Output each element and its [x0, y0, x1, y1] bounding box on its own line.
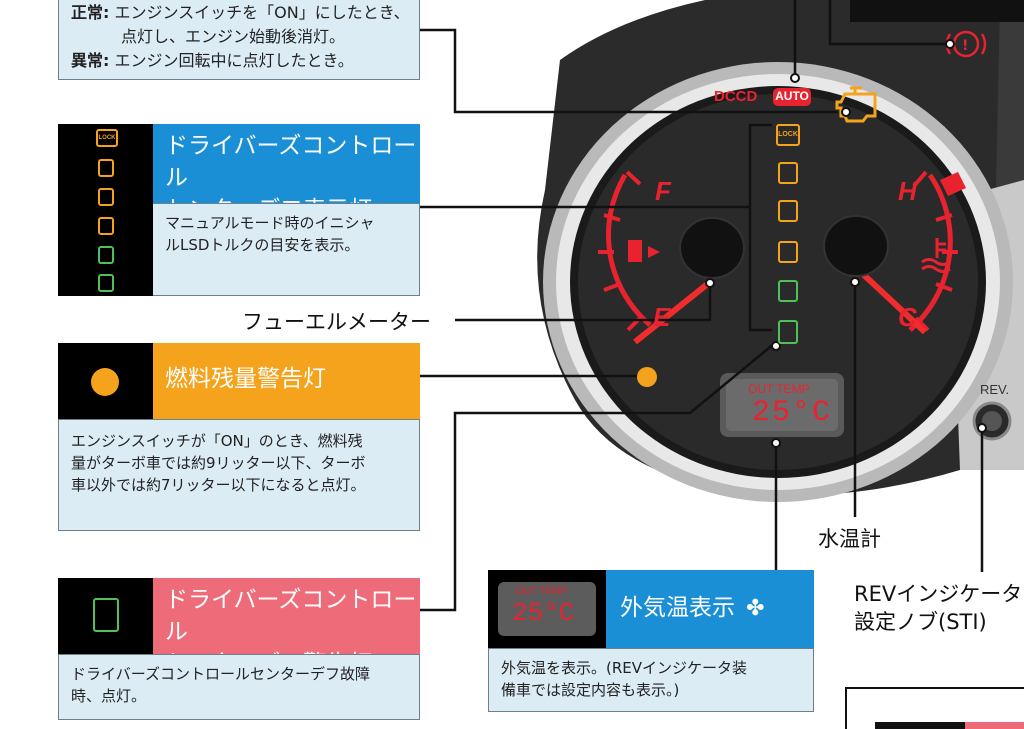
dccd-indicator-title-bar: ドライバーズコントロール センターデフ表示灯: [153, 124, 420, 223]
dccd-warning-desc-1: ドライバーズコントロールセンターデフ故障: [71, 665, 370, 683]
fuel-gauge-hub: [679, 217, 745, 279]
fuel-warning-title: 燃料残量警告灯: [165, 366, 326, 392]
water-temp-label: 水温計: [818, 523, 881, 553]
dccd-indicator-desc: マニュアルモード時のイニシャ ルLSDトルクの目安を表示。: [153, 203, 420, 296]
temp-hot-label: H: [898, 176, 917, 206]
fan-icon: ✤: [746, 596, 765, 621]
fuel-pump-icon: [628, 240, 660, 262]
fuel-needle: [633, 279, 712, 345]
normal-line1: エンジンスイッチを「ON」にしたとき、: [114, 3, 410, 22]
fuel-warning-lamp-cluster: [637, 367, 657, 387]
fuel-warning-lamp-icon: [91, 368, 119, 396]
fuel-warning-card: 燃料残量警告灯 エンジンスイッチが「ON」のとき、燃料残 量がターボ車では約9リ…: [58, 343, 420, 531]
dccd-warning-desc-2: 時、点灯。: [71, 687, 147, 705]
dccd-warning-title-1: ドライバーズコントロール: [165, 587, 417, 645]
temp-gauge-scale: [908, 173, 953, 332]
dccd-text: DCCD: [714, 88, 758, 105]
abnormal-text: エンジン回転中に点灯したとき。: [114, 51, 354, 70]
dccd-warning-title-bar: ドライバーズコントロール センターデフ警告灯: [153, 578, 420, 677]
cluster-dccd-step-2: [778, 200, 798, 222]
dccd-step-3: [98, 217, 114, 235]
dccd-step-4: [98, 246, 114, 264]
outside-temp-swatch: OUT TEMP 25°C: [488, 570, 606, 648]
dccd-indicator-card: LOCK ドライバーズコントロール センターデフ表示灯 マニュアルモード時のイニ…: [58, 124, 420, 296]
cluster-out-temp-label: OUT TEMP: [748, 382, 810, 396]
temp-cold-label: C: [898, 302, 917, 332]
dccd-warning-card: ドライバーズコントロール センターデフ警告灯 ドライバーズコントロールセンターデ…: [58, 578, 420, 720]
coolant-temp-icon: [921, 238, 951, 273]
fuel-warning-desc-2: 量がターボ車では約9リッター以下、ターボ: [71, 454, 366, 472]
normal-label: 正常:: [71, 3, 110, 22]
outside-temp-desc-1: 外気温を表示。(REVインジケータ装: [501, 659, 748, 677]
rev-dial-label: REV.: [980, 382, 1010, 397]
fuel-full-label: F: [655, 176, 671, 206]
normal-line2: 点灯し、エンジン始動後消灯。: [121, 27, 346, 46]
auto-badge-bg: [773, 88, 811, 106]
lock-indicator: LOCK: [96, 129, 118, 147]
fuel-warning-desc: エンジンスイッチが「ON」のとき、燃料残 量がターボ車では約9リッター以下、ター…: [58, 419, 420, 531]
cluster-dccd-warning-lamp: [778, 320, 798, 344]
outside-temp-desc-2: 備車では設定内容も表示。): [501, 681, 680, 699]
abnormal-label: 異常:: [71, 51, 110, 70]
outside-temp-desc: 外気温を表示。(REVインジケータ装 備車では設定内容も表示。): [488, 648, 814, 712]
dccd-warning-lamp-icon: [93, 598, 119, 632]
outside-temp-display-value: 25°C: [512, 598, 575, 628]
dccd-warning-swatch: [58, 578, 153, 654]
fuel-gauge-scale: [606, 173, 652, 327]
rev-knob-label-2: 設定ノブ(STI): [854, 610, 987, 634]
outside-temp-display: OUT TEMP 25°C: [498, 582, 596, 636]
fuel-warning-title-bar: 燃料残量警告灯: [153, 343, 420, 419]
temp-gauge-hub: [823, 215, 889, 277]
dccd-step-5: [98, 274, 114, 292]
dccd-warning-desc: ドライバーズコントロールセンターデフ故障 時、点灯。: [58, 654, 420, 720]
rev-knob-label-1: REVインジケータ: [854, 582, 1023, 606]
cluster-out-temp-value: 25°C: [752, 396, 833, 430]
check-engine-info-box: 正常: エンジンスイッチを「ON」にしたとき、 点灯し、エンジン始動後消灯。 異…: [58, 0, 420, 80]
dccd-indicator-desc-1: マニュアルモード時のイニシャ: [165, 214, 375, 232]
dccd-step-1: [98, 159, 114, 177]
cluster-dccd-step-4: [778, 280, 798, 302]
fuel-empty-label: E: [653, 302, 671, 332]
outside-temp-title: 外気温表示: [620, 595, 735, 621]
svg-text:!: !: [962, 38, 968, 54]
fuel-warning-desc-3: 車以外では約7リッター以下になると点灯。: [71, 476, 366, 494]
outside-temp-card: OUT TEMP 25°C 外気温表示 ✤ 外気温を表示。(REVインジケータ装…: [488, 570, 814, 712]
fuel-meter-label: フューエルメーター: [242, 306, 431, 336]
auto-badge: AUTO: [775, 89, 809, 103]
cluster-lock-indicator: LOCK: [776, 124, 800, 146]
cluster-dccd-step-3: [778, 241, 798, 263]
dccd-indicator-desc-2: ルLSDトルクの目安を表示。: [165, 236, 360, 254]
hot-zone-icon: [940, 172, 966, 196]
cluster-dccd-step-1: [778, 162, 798, 184]
dccd-step-2: [98, 188, 114, 206]
fuel-warning-desc-1: エンジンスイッチが「ON」のとき、燃料残: [71, 432, 363, 450]
dccd-indicator-swatch: LOCK: [58, 124, 153, 296]
outside-temp-display-label: OUT TEMP: [516, 586, 568, 597]
fuel-warning-swatch: [58, 343, 153, 419]
dccd-indicator-title-1: ドライバーズコントロール: [165, 133, 417, 191]
outside-temp-title-bar: 外気温表示 ✤: [606, 570, 814, 648]
rev-knob-label: REVインジケータ 設定ノブ(STI): [854, 580, 1022, 636]
